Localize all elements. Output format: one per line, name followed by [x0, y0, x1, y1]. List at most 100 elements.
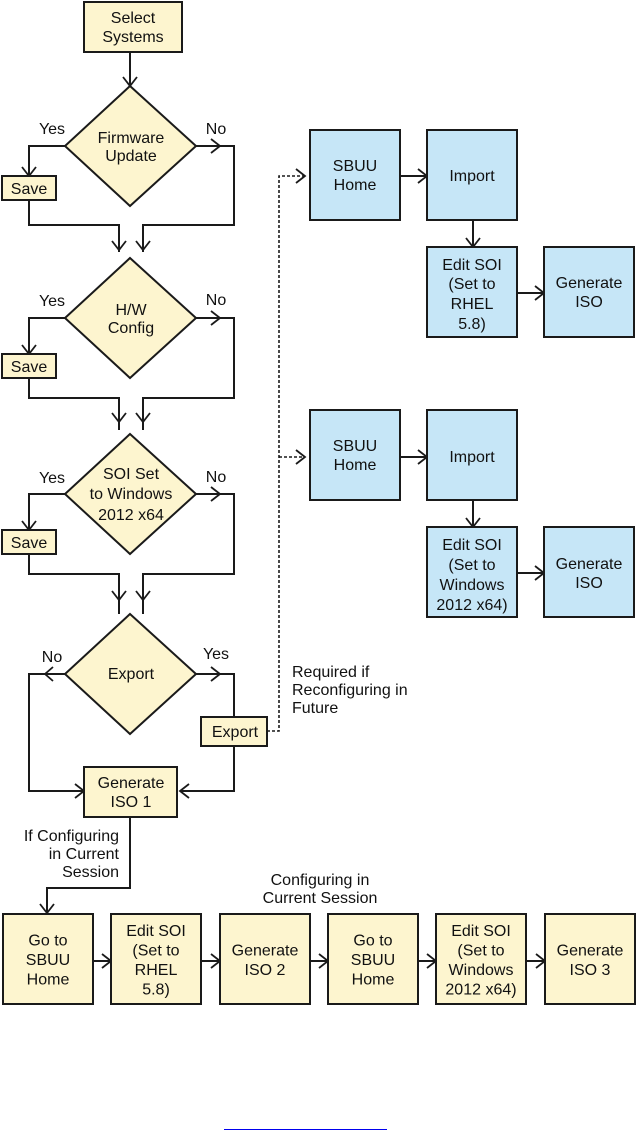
import-box-rhel: Import: [426, 129, 518, 221]
decision-soi-windows: SOI Set to Windows 2012 x64: [63, 432, 198, 556]
edit-soi-line-4: 5.8): [458, 316, 486, 333]
no-label: No: [42, 649, 63, 666]
soi-line-1: SOI Set: [103, 466, 160, 483]
required-note-line-1: Required if: [292, 664, 370, 681]
edit-soi-rhel-line-1: Edit SOI: [126, 923, 186, 940]
go-to-sbuu-home-1-line-3: Home: [27, 972, 70, 989]
sbuu-home-line-1: SBUU: [333, 438, 377, 455]
connector: [28, 145, 65, 176]
hw-line-1: H/W: [115, 302, 147, 319]
import-label: Import: [449, 449, 495, 466]
import-label: Import: [449, 168, 495, 185]
select-systems-line-1: Select: [111, 10, 156, 27]
arrowhead-icon: [210, 138, 222, 154]
no-label: No: [206, 292, 227, 309]
generate-iso-2-line-1: Generate: [232, 942, 299, 959]
arrowhead-icon: [210, 486, 222, 502]
generate-iso1-line-2: ISO 1: [111, 794, 152, 811]
edit-soi-box-windows: Edit SOI (Set to Windows 2012 x64): [426, 526, 518, 618]
arrowhead-icon: [135, 412, 151, 424]
configuring-current-line-1: Configuring in: [271, 872, 370, 889]
go-to-sbuu-home-1-line-2: SBUU: [26, 952, 70, 969]
export-box: Export: [200, 716, 268, 747]
edit-soi-rhel-box: Edit SOI (Set to RHEL 5.8): [110, 913, 202, 1005]
connector: [28, 317, 65, 354]
connector: [28, 673, 84, 792]
connector: [28, 378, 120, 430]
firmware-line-2: Update: [105, 148, 157, 165]
connector: [46, 817, 131, 913]
edit-soi-line-2: (Set to: [448, 276, 495, 293]
connector: [28, 554, 120, 614]
edit-soi-line-4: 2012 x64): [436, 597, 507, 614]
dashed-connector: [267, 175, 305, 732]
edit-soi-windows-line-1: Edit SOI: [451, 923, 511, 940]
yes-label: Yes: [39, 470, 65, 487]
sbuu-home-line-2: Home: [334, 177, 377, 194]
hyperlink-underline[interactable]: [224, 1129, 387, 1130]
generate-iso-box-windows: Generate ISO: [543, 526, 635, 618]
generate-iso-line-1: Generate: [556, 556, 623, 573]
arrowhead-icon: [111, 590, 127, 602]
decision-export: Export: [63, 612, 198, 736]
soi-line-2: to Windows: [90, 486, 173, 503]
soi-line-3: 2012 x64: [98, 507, 164, 524]
arrowhead-icon: [135, 590, 151, 602]
if-configuring-line-2: in Current: [49, 846, 120, 863]
generate-iso-1-box: Generate ISO 1: [83, 766, 178, 818]
decision-firmware-update: Firmware Update: [63, 84, 198, 208]
configuring-current-line-2: Current Session: [263, 890, 378, 907]
if-configuring-line-3: Session: [62, 864, 119, 881]
edit-soi-line-3: RHEL: [451, 296, 494, 313]
edit-soi-windows-line-4: 2012 x64): [445, 981, 516, 998]
connector: [28, 200, 120, 252]
save-box-1: Save: [1, 175, 57, 201]
edit-soi-windows-line-3: Windows: [449, 962, 514, 979]
generate-iso-3-line-1: Generate: [557, 942, 624, 959]
select-systems-line-2: Systems: [102, 29, 163, 46]
arrowhead-icon: [295, 449, 307, 465]
edit-soi-line-3: Windows: [440, 577, 505, 594]
edit-soi-windows-line-2: (Set to: [457, 942, 504, 959]
arrowhead-icon: [111, 412, 127, 424]
hw-line-2: Config: [108, 320, 154, 337]
yes-label: Yes: [39, 121, 65, 138]
generate-iso-box-rhel: Generate ISO: [543, 246, 635, 338]
decision-hw-config: H/W Config: [63, 256, 198, 380]
edit-soi-line-2: (Set to: [448, 557, 495, 574]
edit-soi-box-rhel: Edit SOI (Set to RHEL 5.8): [426, 246, 518, 338]
generate-iso-line-2: ISO: [575, 575, 603, 592]
arrowhead-icon: [178, 783, 190, 799]
select-systems-box: Select Systems: [83, 1, 183, 53]
save-label-1: Save: [11, 181, 48, 198]
edit-soi-windows-box: Edit SOI (Set to Windows 2012 x64): [435, 913, 527, 1005]
save-box-3: Save: [1, 529, 57, 555]
connector: [196, 673, 235, 717]
sbuu-home-line-1: SBUU: [333, 158, 377, 175]
sbuu-home-box-windows: SBUU Home: [309, 409, 401, 501]
arrowhead-icon: [295, 168, 307, 184]
save-box-2: Save: [1, 353, 57, 379]
edit-soi-line-1: Edit SOI: [442, 537, 502, 554]
sbuu-home-box-rhel: SBUU Home: [309, 129, 401, 221]
edit-soi-rhel-line-3: RHEL: [135, 962, 178, 979]
save-label-2: Save: [11, 359, 48, 376]
export-decision-label: Export: [108, 666, 155, 683]
if-configuring-line-1: If Configuring: [24, 828, 119, 845]
firmware-line-1: Firmware: [98, 130, 165, 147]
yes-label: Yes: [39, 293, 65, 310]
arrowhead-icon: [111, 240, 127, 252]
arrowhead-icon: [43, 666, 54, 682]
export-box-label: Export: [212, 724, 259, 741]
generate-iso-3-line-2: ISO 3: [570, 962, 611, 979]
required-note-line-2: Reconfiguring in: [292, 682, 408, 699]
connector: [28, 493, 65, 530]
go-to-sbuu-home-2-line-3: Home: [352, 972, 395, 989]
edit-soi-rhel-line-2: (Set to: [132, 942, 179, 959]
edit-soi-rhel-line-4: 5.8): [142, 981, 170, 998]
